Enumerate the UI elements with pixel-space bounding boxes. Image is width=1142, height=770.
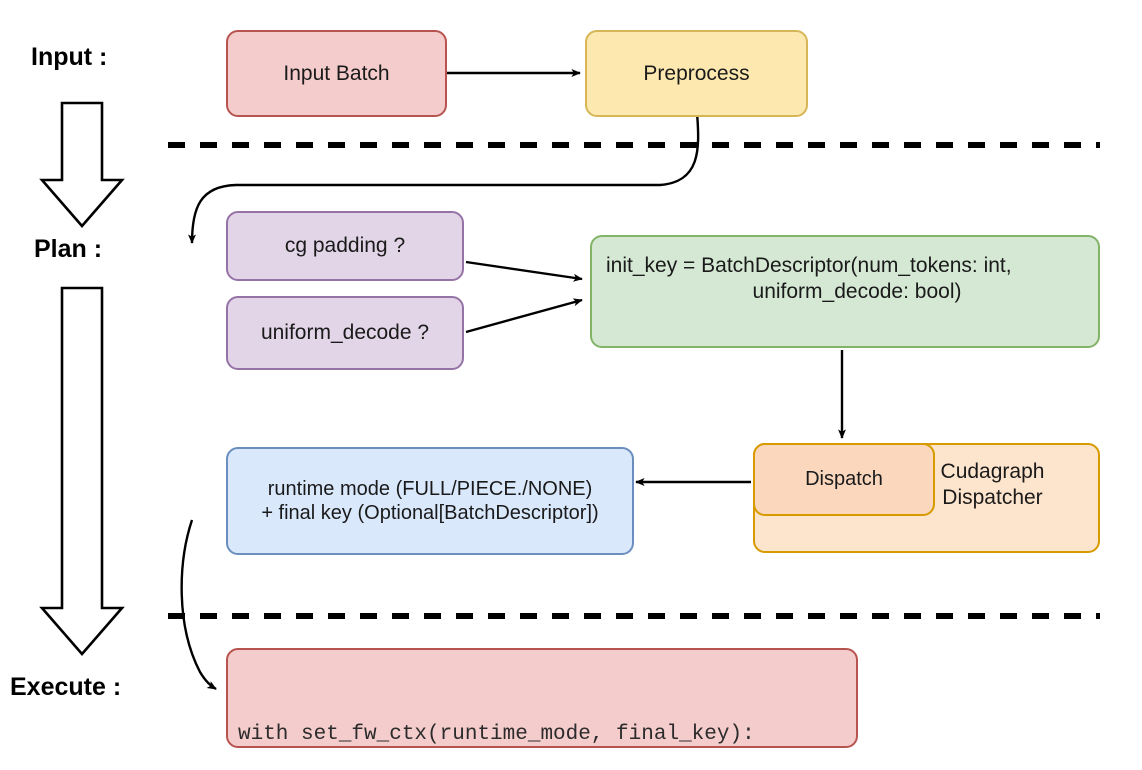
stage-label-plan: Plan : <box>34 235 103 263</box>
node-input-batch-label: Input Batch <box>283 61 390 85</box>
stage-label-execute: Execute : <box>10 673 122 701</box>
node-init-key-line2: uniform_decode: bool) <box>752 279 962 303</box>
node-cudagraph-dispatcher-line1: Cudagraph <box>940 460 1045 483</box>
node-dispatch-label: Dispatch <box>805 468 883 491</box>
node-preprocess[interactable]: Preprocess <box>585 30 808 117</box>
node-execute-code-line1: with set_fw_ctx(runtime_mode, final_key)… <box>238 722 755 746</box>
node-runtime-mode-line2: + final key (Optional[BatchDescriptor]) <box>261 502 599 524</box>
node-init-key-line1: init_key = BatchDescriptor(num_tokens: i… <box>606 254 1012 277</box>
node-cg-padding-label: cg padding ? <box>284 234 406 258</box>
arrow-cg-padding-to-init-key <box>465 260 583 282</box>
node-runtime-mode[interactable]: runtime mode (FULL/PIECE./NONE) + final … <box>226 447 634 555</box>
block-arrow-plan-to-execute <box>39 286 125 656</box>
node-execute-code[interactable]: with set_fw_ctx(runtime_mode, final_key)… <box>226 648 858 748</box>
node-dispatch[interactable]: Dispatch <box>753 443 935 516</box>
stage-label-input: Input : <box>31 43 108 71</box>
node-cudagraph-dispatcher-line2: Dispatcher <box>942 485 1043 509</box>
node-runtime-mode-line1: runtime mode (FULL/PIECE./NONE) <box>267 477 593 500</box>
node-uniform-decode[interactable]: uniform_decode ? <box>226 296 464 370</box>
node-uniform-decode-label: uniform_decode ? <box>260 321 430 345</box>
node-input-batch[interactable]: Input Batch <box>226 30 447 117</box>
node-preprocess-label: Preprocess <box>643 61 750 85</box>
node-cg-padding[interactable]: cg padding ? <box>226 211 464 281</box>
block-arrow-input-to-plan <box>39 101 125 228</box>
arrow-runtime-mode-to-execute-code <box>180 519 217 691</box>
arrow-uniform-decode-to-init-key <box>465 298 583 334</box>
node-init-key[interactable]: init_key = BatchDescriptor(num_tokens: i… <box>590 235 1100 348</box>
